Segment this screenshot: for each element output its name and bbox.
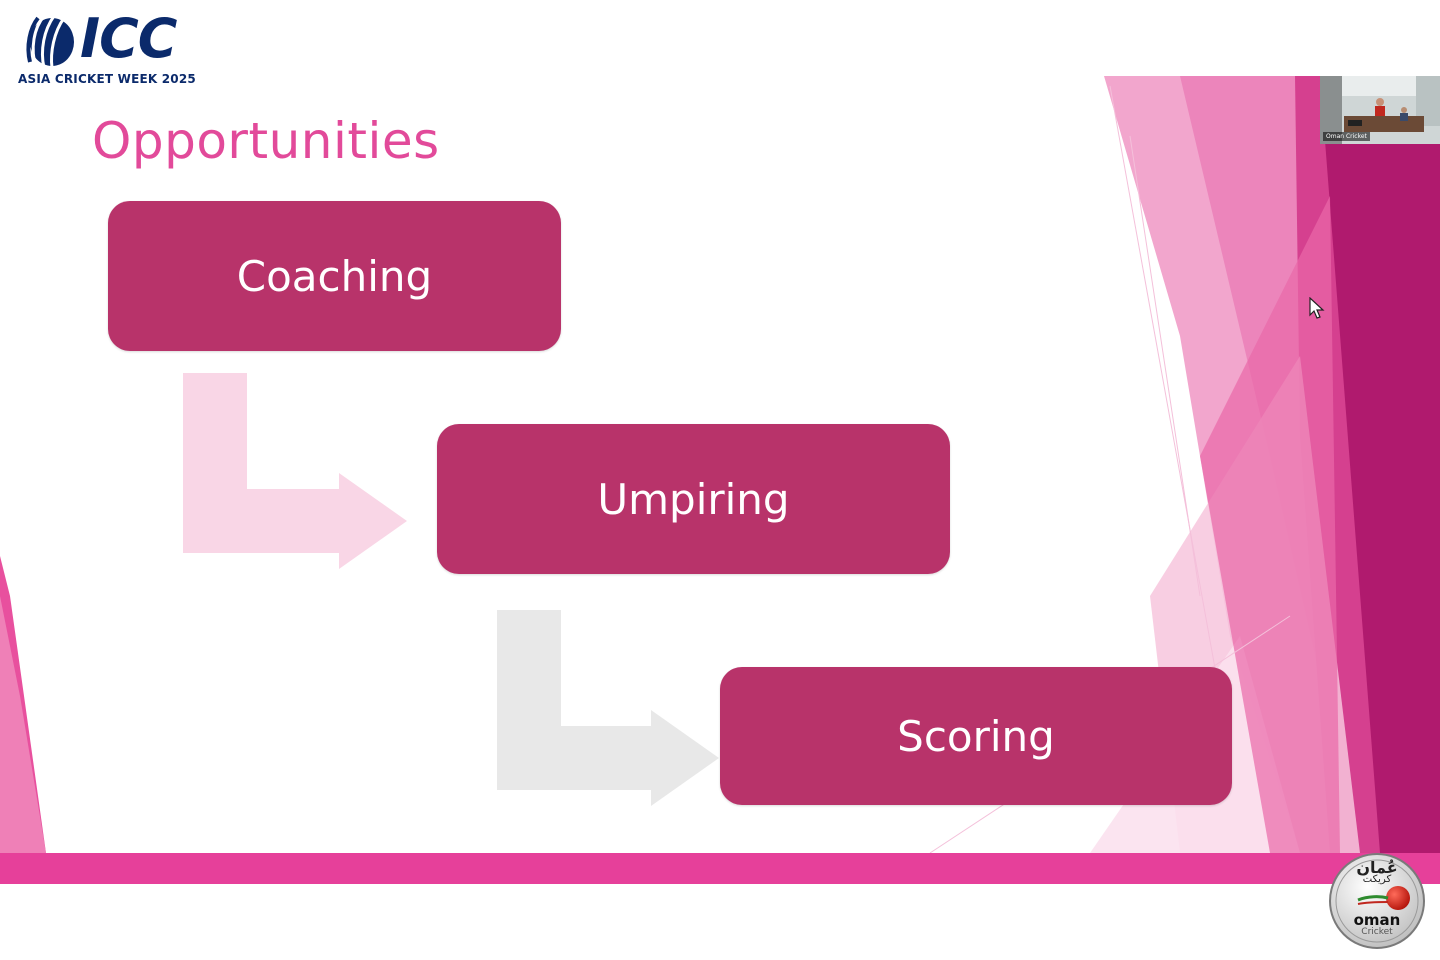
slide-title: Opportunities — [92, 112, 440, 170]
oman-cricket-logo: عُمان كريكت oman Cricket — [1328, 852, 1426, 950]
oman-arabic-text: عُمان — [1356, 858, 1398, 877]
mouse-pointer-icon — [1309, 297, 1325, 319]
oman-arabic-subtext: كريكت — [1362, 874, 1392, 885]
oman-cricket-subtext: Cricket — [1361, 927, 1393, 937]
participant-name: Oman Cricket — [1323, 132, 1370, 141]
umpiring-box: Umpiring — [437, 424, 950, 574]
coaching-box: Coaching — [108, 201, 561, 351]
icc-wordmark: ICC — [80, 7, 177, 70]
slide-bottom-bar — [0, 853, 1440, 884]
scoring-box: Scoring — [720, 667, 1232, 805]
bent-arrow-2-icon — [497, 610, 719, 806]
bent-arrow-1-icon — [183, 373, 407, 569]
page-bottom-area — [0, 884, 1440, 960]
icc-emblem-icon — [26, 15, 74, 69]
presentation-slide: Opportunities Coaching Umpiring Scoring — [0, 76, 1440, 884]
slide-background-decoration — [0, 76, 1440, 854]
participant-video-tile[interactable]: Oman Cricket — [1320, 76, 1440, 144]
icc-logo: ICC ASIA CRICKET WEEK 2025 — [18, 7, 196, 92]
event-name: ASIA CRICKET WEEK 2025 — [18, 72, 196, 86]
oman-cricket-badge-icon — [1329, 853, 1425, 949]
oman-wordmark: oman — [1353, 911, 1401, 929]
